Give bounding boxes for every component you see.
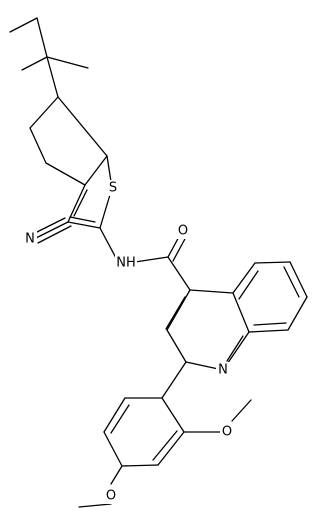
bond — [110, 404, 130, 434]
bond — [226, 335, 244, 362]
bond — [157, 431, 185, 466]
atom-label-mask — [220, 424, 234, 440]
bond — [232, 292, 250, 333]
bond — [161, 397, 185, 433]
bond — [253, 322, 287, 326]
chemical-structure: S N NH O N O O — [9, 17, 308, 508]
bond — [35, 221, 69, 239]
bond — [67, 221, 101, 229]
bond — [238, 270, 259, 300]
bond — [283, 266, 300, 298]
bond — [99, 227, 117, 259]
bond — [84, 155, 108, 186]
bond — [29, 96, 59, 129]
bond — [45, 162, 86, 186]
bond — [287, 296, 308, 331]
bond — [231, 399, 252, 422]
bonds — [9, 17, 308, 508]
bond — [46, 56, 59, 98]
bond — [37, 225, 72, 244]
bond — [152, 430, 178, 461]
bond — [248, 329, 289, 333]
bond — [103, 397, 126, 433]
atom-label-mask — [176, 223, 190, 239]
atom-label-methoxy-oxygen-4: O — [106, 489, 116, 504]
atom-label-mask — [216, 362, 230, 378]
bond — [103, 431, 123, 467]
bond — [172, 236, 187, 262]
atom-label-quinoline-nitrogen: N — [218, 363, 228, 378]
atom-label-mask — [106, 180, 120, 196]
bond — [134, 256, 169, 263]
bond — [34, 217, 66, 234]
bond — [254, 261, 291, 264]
bond — [29, 127, 47, 164]
bond — [232, 262, 256, 294]
atom-labels: S N NH O N O O — [23, 180, 234, 504]
bond — [167, 256, 191, 291]
bond — [166, 329, 187, 363]
bond — [110, 465, 123, 485]
bond — [9, 17, 38, 33]
bond — [67, 184, 86, 223]
bond — [166, 289, 191, 331]
bond — [189, 289, 234, 294]
bond — [121, 464, 159, 467]
atom-label-carbonyl-oxygen: O — [178, 224, 188, 239]
atom-label-amide-nh: NH — [116, 256, 136, 271]
bond — [78, 503, 112, 508]
atom-label-sulfur: S — [109, 181, 117, 196]
bond — [73, 189, 88, 217]
bond — [57, 96, 108, 157]
bond — [21, 56, 48, 71]
atom-label-mask — [23, 231, 37, 247]
atom-label-methoxy-oxygen-2: O — [222, 425, 232, 440]
bond — [165, 296, 186, 330]
bond — [36, 17, 48, 58]
bond — [46, 56, 89, 69]
atom-label-mask — [104, 488, 118, 504]
bond — [289, 261, 308, 298]
atom-label-mask — [115, 255, 137, 271]
atom-label-nitrile-nitrogen: N — [25, 232, 35, 247]
bond — [161, 361, 187, 399]
bond — [69, 216, 96, 223]
